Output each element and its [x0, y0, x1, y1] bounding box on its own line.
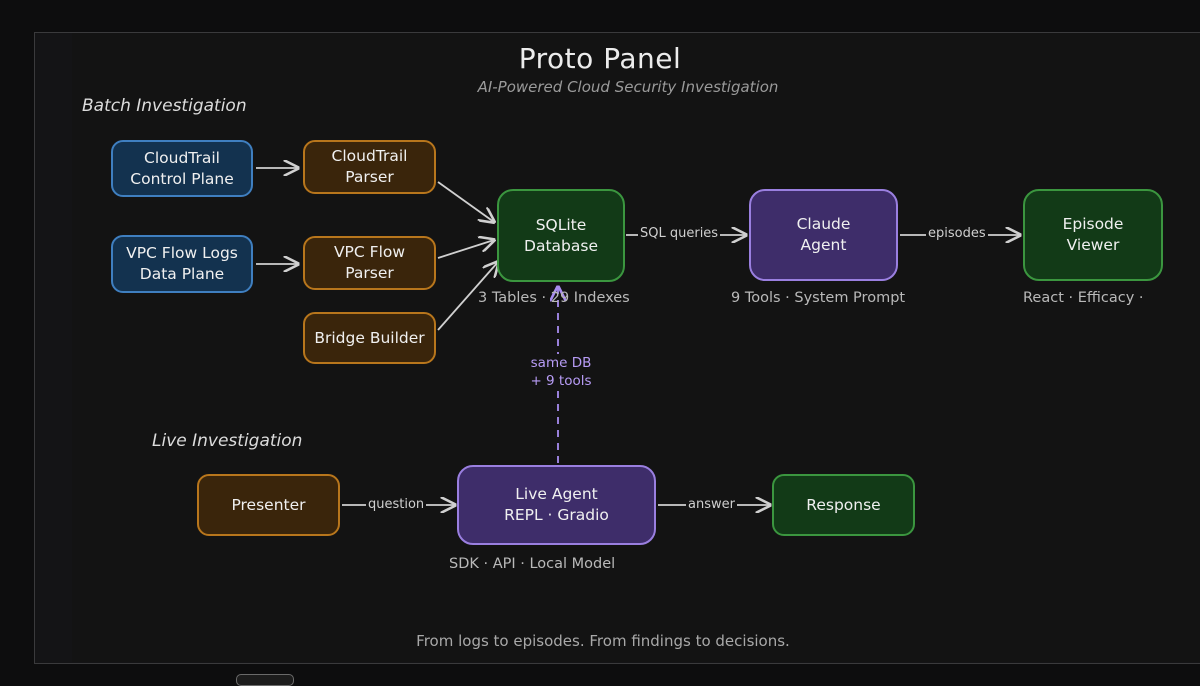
node-vpc-parser[interactable]: VPC Flow Parser	[303, 236, 436, 290]
node-cloudtrail-source-label: CloudTrail Control Plane	[130, 148, 234, 188]
node-vpc-source[interactable]: VPC Flow Logs Data Plane	[111, 235, 253, 293]
canvas-area	[72, 33, 1200, 662]
node-bridge-builder-label: Bridge Builder	[314, 328, 425, 347]
node-cloudtrail-parser[interactable]: CloudTrail Parser	[303, 140, 436, 194]
diagram-footer: From logs to episodes. From findings to …	[416, 632, 790, 650]
node-vpc-parser-label: VPC Flow Parser	[333, 243, 406, 282]
edge-vpc-parser-to-sqlite	[437, 240, 494, 259]
section-batch-label: Batch Investigation	[82, 96, 247, 116]
edge-cloudtrail-parser-to-sqlite	[437, 181, 494, 222]
caption-live-agent: SDK · API · Local Model	[449, 556, 616, 572]
node-sqlite-database[interactable]: SQLite Database	[497, 189, 625, 282]
edge-label-episodes: episodes	[926, 226, 988, 241]
node-claude-agent[interactable]: Claude Agent	[749, 189, 898, 281]
caption-sqlite: 3 Tables · 29 Indexes	[478, 290, 630, 306]
edge-label-shared-line2: + 9 tools	[530, 373, 592, 389]
edge-label-sql-queries: SQL queries	[638, 226, 721, 241]
node-vpc-source-label: VPC Flow Logs Data Plane	[126, 244, 238, 283]
node-presenter-label: Presenter	[231, 495, 306, 514]
caption-episode-viewer: React · Efficacy ·	[1023, 290, 1144, 306]
node-bridge-builder[interactable]: Bridge Builder	[303, 312, 436, 364]
edge-label-answer: answer	[686, 497, 737, 512]
caption-claude-agent: 9 Tools · System Prompt	[731, 290, 906, 306]
diagram-subtitle: AI-Powered Cloud Security Investigation	[477, 78, 779, 96]
node-live-agent[interactable]: Live Agent REPL · Gradio	[457, 465, 656, 545]
node-cloudtrail-parser-label: CloudTrail Parser	[331, 147, 408, 186]
bottom-tab-handle[interactable]	[236, 674, 294, 686]
node-presenter[interactable]: Presenter	[197, 474, 340, 536]
node-episode-viewer-label: Episode Viewer	[1062, 215, 1124, 254]
node-response-label: Response	[806, 495, 881, 514]
node-episode-viewer[interactable]: Episode Viewer	[1023, 189, 1163, 281]
node-sqlite-label: SQLite Database	[524, 215, 598, 255]
edge-bridge-to-sqlite	[437, 262, 498, 331]
node-cloudtrail-source[interactable]: CloudTrail Control Plane	[111, 140, 253, 197]
node-response[interactable]: Response	[772, 474, 915, 536]
edge-label-question: question	[366, 497, 427, 512]
edge-label-shared-line1: same DB	[530, 355, 592, 371]
section-live-label: Live Investigation	[152, 431, 303, 451]
node-live-agent-label: Live Agent REPL · Gradio	[504, 485, 609, 524]
edge-label-shared: same DB + 9 tools	[523, 354, 599, 390]
diagram-title: Proto Panel	[518, 42, 682, 75]
node-claude-agent-label: Claude Agent	[796, 215, 851, 254]
